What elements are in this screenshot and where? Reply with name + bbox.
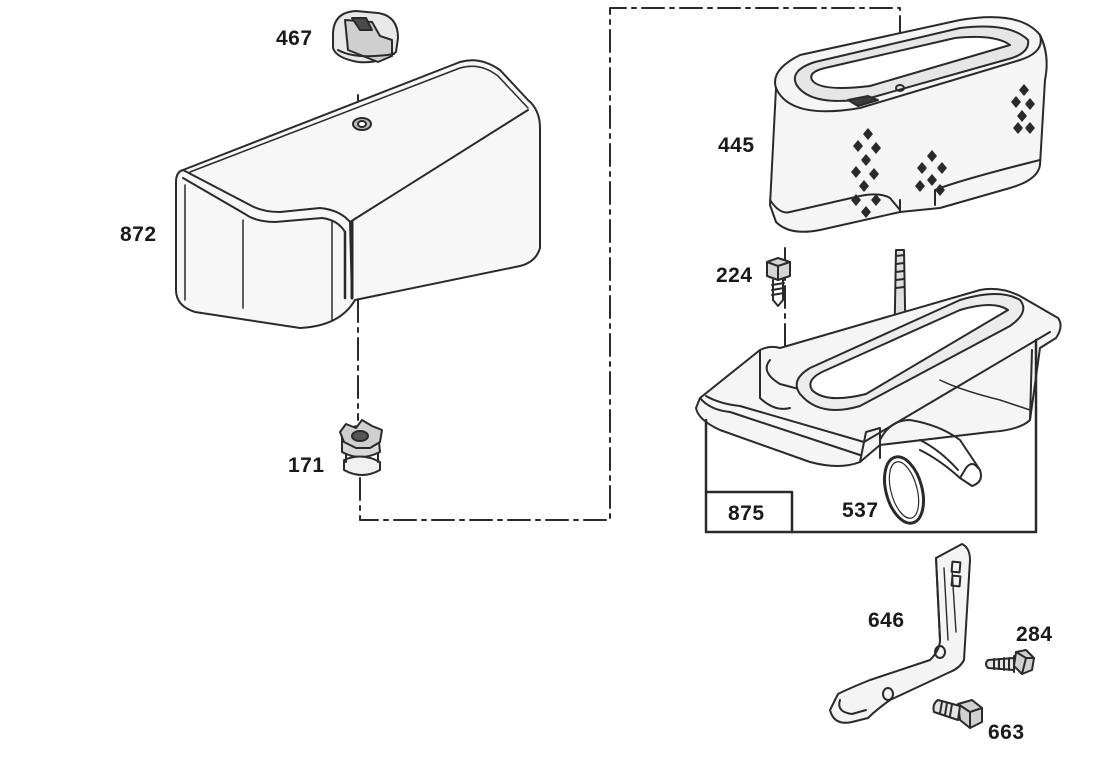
part-label-663: 663 — [988, 721, 1025, 744]
part-label-445: 445 — [718, 134, 755, 157]
part-label-284: 284 — [1016, 623, 1053, 646]
screw-224 — [766, 257, 791, 307]
air-filter-cartridge-445 — [769, 16, 1048, 233]
air-cleaner-base-875 — [695, 249, 1062, 534]
filter-pleat-pattern — [851, 84, 1035, 218]
part-label-171: 171 — [288, 454, 325, 477]
bolt-284 — [985, 649, 1035, 675]
grommet-171 — [339, 419, 383, 476]
part-label-872: 872 — [120, 223, 157, 246]
air-cleaner-cover-872 — [175, 59, 541, 329]
part-label-467: 467 — [276, 27, 313, 50]
part-label-537: 537 — [842, 499, 879, 522]
part-label-646: 646 — [868, 609, 905, 632]
part-label-224: 224 — [716, 264, 753, 287]
bracket-646 — [829, 543, 971, 724]
part-label-875: 875 — [728, 502, 765, 525]
bolt-663 — [932, 699, 983, 729]
knob-467 — [332, 10, 399, 64]
